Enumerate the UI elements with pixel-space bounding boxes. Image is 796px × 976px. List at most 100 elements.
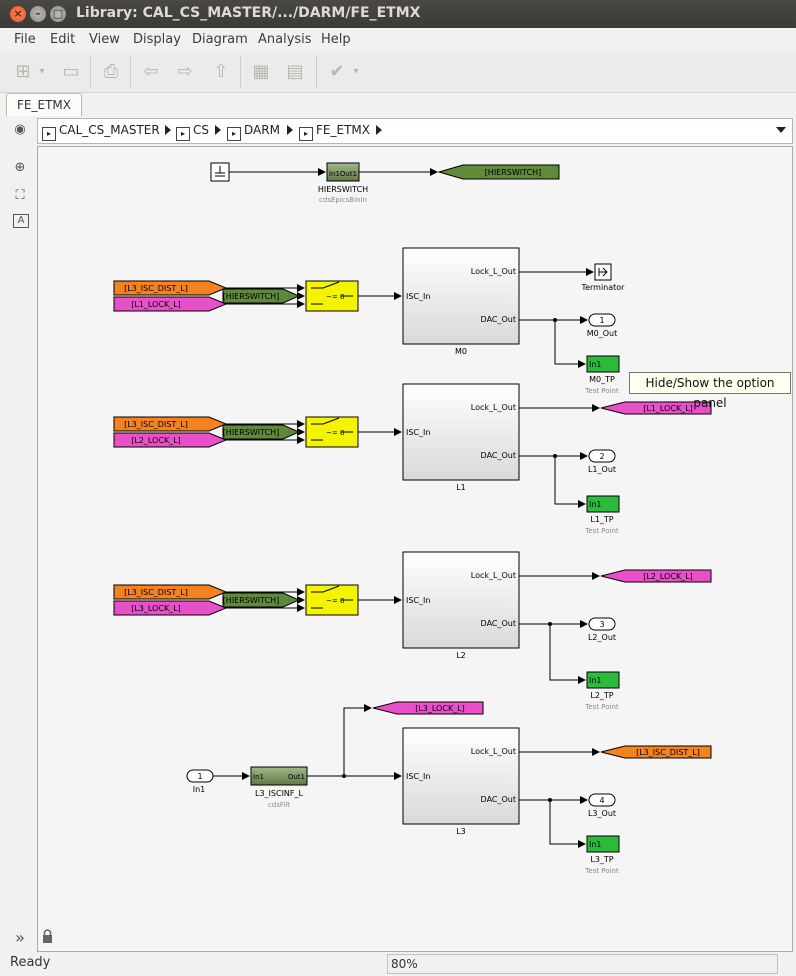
from-label: [HIERSWITCH] bbox=[223, 596, 280, 605]
switch-block[interactable]: ~= 0 bbox=[305, 416, 359, 448]
tp-label: M0_TP bbox=[589, 375, 615, 384]
outport-l3-out[interactable]: 4 bbox=[588, 793, 616, 807]
breadcrumb-item-cs[interactable]: ▸CS bbox=[176, 123, 209, 141]
port-label: Lock_L_Out bbox=[471, 267, 516, 276]
breadcrumb-item-cal-cs-master[interactable]: ▸CAL_CS_MASTER bbox=[42, 123, 160, 141]
toolbar: ⊞ ▾ ▭ ⎙ ⇦ ⇨ ⇧ ▦ ▤ ✔ ▾ bbox=[0, 52, 796, 93]
filter-lib: cdsFilt bbox=[268, 801, 290, 809]
goto-l3-lock-l[interactable]: [L3_LOCK_L] bbox=[372, 701, 484, 715]
port-label: ISC_In bbox=[406, 772, 430, 781]
port-number: 4 bbox=[599, 796, 604, 805]
subsystem-l2[interactable]: ISC_In Lock_L_Out DAC_Out bbox=[402, 551, 520, 649]
port-label: DAC_Out bbox=[481, 619, 516, 628]
outport-label: L3_Out bbox=[588, 809, 616, 818]
chevron-down-icon[interactable] bbox=[776, 127, 786, 133]
from-l2-lock-l[interactable]: [L2_LOCK_L] bbox=[113, 432, 228, 448]
outport-l2-out[interactable]: 3 bbox=[588, 617, 616, 631]
chevron-right-icon bbox=[376, 125, 382, 135]
menu-file[interactable]: File bbox=[14, 32, 36, 47]
outport-l1-out[interactable]: 2 bbox=[588, 449, 616, 463]
testpoint-l1-tp[interactable]: In1 bbox=[586, 495, 620, 513]
outport-label: L2_Out bbox=[588, 633, 616, 642]
menu-edit[interactable]: Edit bbox=[50, 32, 76, 47]
tp-sub: Test Point bbox=[584, 703, 619, 711]
print-icon[interactable]: ⎙ bbox=[103, 61, 119, 82]
subsystem-m0[interactable]: ISC_In Lock_L_Out DAC_Out bbox=[402, 247, 520, 345]
hierswitch-lib: cdsEpicsBinIn bbox=[319, 196, 367, 204]
up-arrow-icon[interactable]: ⇧ bbox=[213, 61, 229, 82]
goto-label: [L3_ISC_DIST_L] bbox=[636, 748, 700, 757]
switch-block[interactable]: ~= 0 bbox=[305, 584, 359, 616]
menu-analysis[interactable]: Analysis bbox=[258, 32, 312, 47]
hierswitch-block[interactable]: In1Out1 bbox=[326, 162, 360, 182]
model-explorer-icon[interactable]: ▤ bbox=[286, 61, 304, 82]
inport-label: In1 bbox=[193, 785, 206, 794]
from-hierswitch[interactable]: [HIERSWITCH] bbox=[222, 592, 301, 608]
terminator-block[interactable] bbox=[594, 263, 612, 281]
from-hierswitch[interactable]: [HIERSWITCH] bbox=[222, 424, 301, 440]
filter-l3-iscinf-l[interactable]: In1 Out1 bbox=[250, 766, 308, 786]
simulink-diagram: In1Out1 HIERSWITCH cdsEpicsBinIn [HIERSW… bbox=[43, 162, 712, 943]
from-hierswitch[interactable]: [HIERSWITCH] bbox=[222, 288, 301, 304]
new-model-icon[interactable]: ⊞ bbox=[15, 61, 31, 82]
goto-l1-lock-l[interactable]: [L1_LOCK_L] bbox=[600, 401, 712, 415]
from-l3-isc-dist-l[interactable]: [L3_ISC_DIST_L] bbox=[113, 416, 228, 432]
back-arrow-icon[interactable]: ⇦ bbox=[143, 61, 159, 82]
constant-block[interactable] bbox=[210, 162, 230, 182]
testpoint-m0-tp[interactable]: In1 bbox=[586, 355, 620, 373]
tp-sub: Test Point bbox=[584, 387, 619, 395]
testpoint-l2-tp[interactable]: In1 bbox=[586, 671, 620, 689]
minimize-window-button[interactable]: – bbox=[30, 6, 46, 22]
from-l1-lock-l[interactable]: [L1_LOCK_L] bbox=[113, 296, 228, 312]
lock-icon[interactable] bbox=[43, 929, 52, 943]
signal-line bbox=[554, 456, 586, 508]
tab-fe-etmx[interactable]: FE_ETMX bbox=[6, 93, 82, 116]
diagram-canvas[interactable]: In1Out1 HIERSWITCH cdsEpicsBinIn [HIERSW… bbox=[37, 146, 793, 952]
switch-block[interactable]: ~= 0 bbox=[305, 280, 359, 312]
outport-m0-out[interactable]: 1 bbox=[588, 313, 616, 327]
hierswitch-name: HIERSWITCH bbox=[318, 185, 368, 194]
breadcrumb-item-fe-etmx[interactable]: ▸FE_ETMX bbox=[299, 123, 370, 141]
port-label: ISC_In bbox=[406, 292, 430, 301]
breadcrumb-item-darm[interactable]: ▸DARM bbox=[227, 123, 280, 141]
new-dropdown-icon[interactable]: ▾ bbox=[39, 66, 45, 77]
check-icon[interactable]: ✔ bbox=[329, 61, 345, 82]
menu-help[interactable]: Help bbox=[321, 32, 351, 47]
from-label: [HIERSWITCH] bbox=[223, 292, 280, 301]
breadcrumb: ▸CAL_CS_MASTER ▸CS ▸DARM ▸FE_ETMX bbox=[37, 118, 793, 144]
save-icon[interactable]: ▭ bbox=[62, 61, 80, 82]
filter-name: L3_ISCINF_L bbox=[255, 789, 304, 798]
hide-show-panel-icon[interactable]: ◉ bbox=[14, 122, 26, 137]
menu-display[interactable]: Display bbox=[133, 32, 181, 47]
fit-to-view-icon[interactable]: ⛶ bbox=[15, 188, 25, 203]
expand-icon[interactable]: » bbox=[15, 928, 25, 947]
testpoint-l3-tp[interactable]: In1 bbox=[586, 835, 620, 853]
goto-l2-lock-l[interactable]: [L2_LOCK_L] bbox=[600, 569, 712, 583]
goto-hierswitch[interactable]: [HIERSWITCH] bbox=[437, 164, 560, 180]
from-l3-lock-l[interactable]: [L3_LOCK_L] bbox=[113, 600, 228, 616]
maximize-window-button[interactable]: □ bbox=[50, 6, 66, 22]
forward-arrow-icon[interactable]: ⇨ bbox=[177, 61, 193, 82]
tp-sub: Test Point bbox=[584, 527, 619, 535]
port-number: 1 bbox=[599, 316, 604, 325]
port-number: 1 bbox=[197, 772, 202, 781]
close-window-button[interactable]: × bbox=[10, 6, 26, 22]
port-number: 3 bbox=[599, 620, 604, 629]
menu-diagram[interactable]: Diagram bbox=[192, 32, 248, 47]
port-number: 2 bbox=[599, 452, 604, 461]
library-browser-icon[interactable]: ▦ bbox=[252, 61, 270, 82]
annotation-icon[interactable]: A bbox=[13, 214, 29, 228]
subsystem-l3[interactable]: ISC_In Lock_L_Out DAC_Out bbox=[402, 727, 520, 825]
from-label: [L3_LOCK_L] bbox=[131, 604, 181, 613]
zoom-in-icon[interactable]: ⊕ bbox=[14, 160, 26, 175]
menu-view[interactable]: View bbox=[89, 32, 120, 47]
check-dropdown-icon[interactable]: ▾ bbox=[353, 66, 359, 77]
from-l3-isc-dist-l[interactable]: [L3_ISC_DIST_L] bbox=[113, 584, 228, 600]
from-label: [L3_ISC_DIST_L] bbox=[124, 588, 188, 597]
subsystem-l1[interactable]: ISC_In Lock_L_Out DAC_Out bbox=[402, 383, 520, 481]
tp-label: L2_TP bbox=[590, 691, 613, 700]
block-name: L2 bbox=[456, 651, 466, 660]
goto-l3-isc-dist-l[interactable]: [L3_ISC_DIST_L] bbox=[600, 745, 712, 759]
from-l3-isc-dist-l[interactable]: [L3_ISC_DIST_L] bbox=[113, 280, 228, 296]
inport-in1[interactable]: 1 bbox=[186, 769, 214, 783]
